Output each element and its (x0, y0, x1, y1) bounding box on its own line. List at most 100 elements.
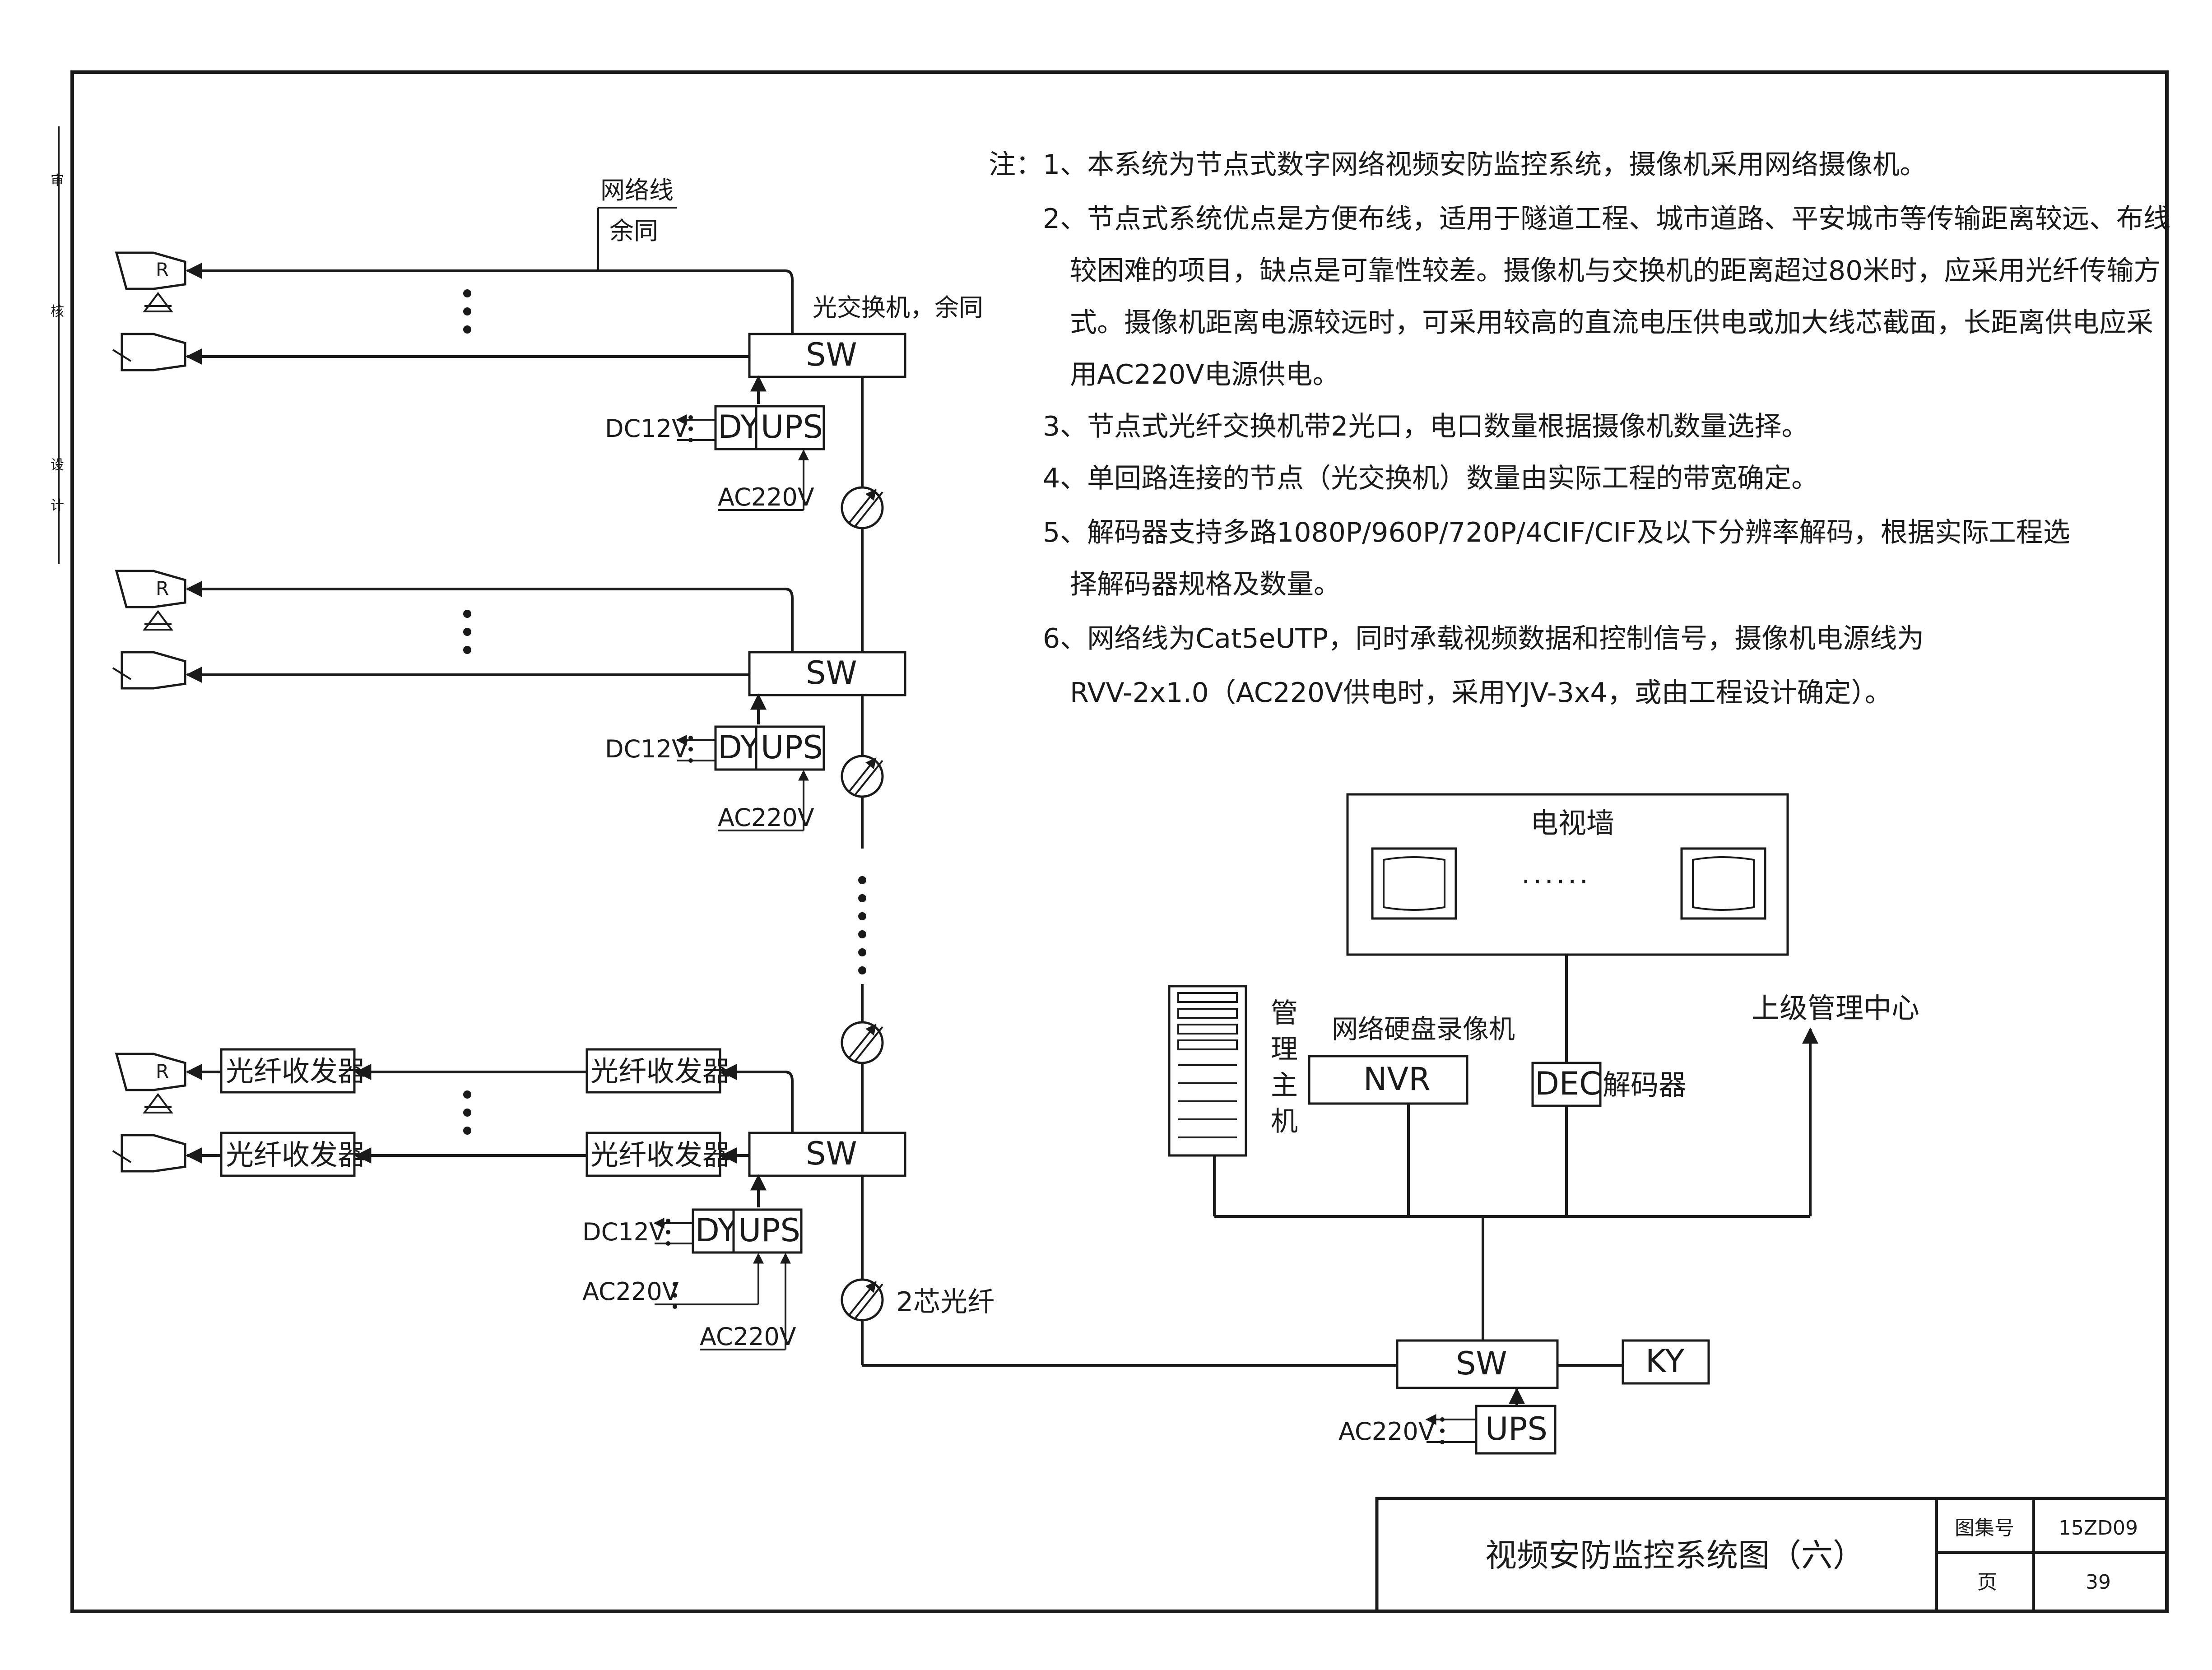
dc12v-label: DC12V (605, 414, 688, 443)
sw-box (748, 1132, 906, 1177)
nvr-label: NVR (1363, 1061, 1431, 1098)
fixed-camera-icon (112, 651, 186, 690)
camera-label: R (156, 1060, 169, 1082)
dy-label: DY (695, 1212, 737, 1249)
drawing-title: 视频安防监控系统图（六） (1485, 1537, 1864, 1574)
fiber-transceiver-box (220, 1048, 356, 1094)
dec-label: DEC (1535, 1065, 1601, 1102)
fiber-transceiver-box (586, 1048, 721, 1094)
sw-box (748, 651, 906, 696)
ups-box (1475, 1405, 1557, 1455)
upper-center-label: 上级管理中心 (1752, 992, 1919, 1025)
ups-box (755, 405, 825, 450)
fixed-camera-icon (112, 333, 186, 371)
drawing-frame (70, 70, 2169, 1613)
ups-box (755, 725, 825, 771)
note-line: 6、网络线为Cat5eUTP，同时承载视频数据和控制信号，摄像机电源线为 (1043, 623, 1924, 654)
optical-switch-label: 光交换机，余同 (813, 293, 983, 322)
dc12v-label: DC12V (582, 1218, 666, 1246)
note-line: RVV-2x1.0（AC220V供电时，采用YJV-3x4，或由工程设计确定）。 (1070, 677, 1892, 709)
ups-label: UPS (738, 1212, 800, 1249)
ac220v-label: AC220V (582, 1277, 679, 1306)
sw-box (748, 333, 906, 378)
decoder-label: 解码器 (1603, 1068, 1687, 1101)
note-line: 择解码器规格及数量。 (1070, 569, 1341, 600)
ptz-camera-icon: R (115, 251, 186, 312)
fiber-icon (841, 1278, 884, 1322)
server-icon (1168, 985, 1247, 1157)
note-line: 3、节点式光纤交换机带2光口，电口数量根据摄像机数量选择。 (1043, 411, 1808, 442)
atlas-no-value: 15ZD09 (2059, 1517, 2138, 1540)
title-block: 视频安防监控系统图（六） 图集号 15ZD09 页 39 (1375, 1497, 2169, 1613)
fiber-icon (841, 755, 884, 798)
sw-label: SW (806, 336, 857, 373)
mgmt-host-label: 理 (1271, 1034, 1298, 1065)
fiber-transceiver-label: 光纤收发器 (226, 1055, 366, 1088)
tv-wall-ellipsis: ······ (1521, 865, 1591, 898)
note-line: 5、解码器支持多路1080P/960P/720P/4CIF/CIF及以下分辨率解… (1043, 517, 2070, 548)
page-no-value: 39 (2086, 1571, 2111, 1594)
ac220v-label: AC220V (718, 483, 814, 511)
ptz-camera-icon: R (115, 1053, 186, 1113)
dy-box (692, 1208, 735, 1254)
ac220v-label: AC220V (700, 1322, 796, 1351)
same-as-label: 余同 (609, 217, 658, 245)
mgmt-host-label: 机 (1271, 1106, 1298, 1137)
margin-char: 核 (51, 304, 64, 320)
fiber-icon (841, 486, 884, 529)
two-core-fiber-label: 2芯光纤 (896, 1286, 994, 1318)
ac220v-label: AC220V (718, 803, 814, 832)
ups-label: UPS (761, 729, 823, 766)
dec-box (1531, 1062, 1602, 1107)
mgmt-host-label: 主 (1271, 1070, 1298, 1101)
network-line-label: 网络线 (600, 176, 674, 204)
dy-label: DY (718, 729, 760, 766)
ups-box (732, 1208, 803, 1254)
monitor-icon (1371, 847, 1457, 920)
page-label: 页 (1977, 1571, 1997, 1594)
nvr-title-label: 网络硬盘录像机 (1332, 1014, 1515, 1044)
camera-label: R (156, 259, 169, 281)
fiber-trunk: 2芯光纤 (841, 377, 1397, 1367)
dy-label: DY (718, 408, 760, 445)
ups-label: UPS (761, 408, 823, 445)
note-line: 注：1、本系统为节点式数字网络视频安防监控系统，摄像机采用网络摄像机。 (989, 149, 1927, 181)
sw-label: SW (1456, 1345, 1507, 1382)
margin-char: 设 (51, 457, 64, 473)
note-line: 4、单回路连接的节点（光交换机）数量由实际工程的带宽确定。 (1043, 463, 1818, 494)
node-3: R 光纤收发器 光纤收发器 光纤收发器 光纤收发器 SW DY (112, 1048, 906, 1351)
margin-char: 审 (51, 173, 64, 189)
sw-label: SW (806, 1135, 857, 1172)
fiber-transceiver-box (220, 1132, 356, 1177)
dy-box (714, 725, 757, 771)
notes-block: 注：1、本系统为节点式数字网络视频安防监控系统，摄像机采用网络摄像机。 2、节点… (989, 149, 2170, 709)
note-line: 用AC220V电源供电。 (1070, 359, 1339, 390)
fixed-camera-icon (112, 1134, 186, 1173)
monitor-icon (1680, 847, 1766, 920)
fiber-transceiver-label: 光纤收发器 (590, 1138, 730, 1171)
note-line: 式。摄像机距离电源较远时，可采用较高的直流电压供电或加大线芯截面，长距离供电应采 (1070, 307, 2153, 339)
ky-label: KY (1645, 1343, 1684, 1380)
dc12v-label: DC12V (605, 735, 688, 763)
node-1: R 网络线 余同 SW 光交换机，余同 DY UPS (112, 176, 983, 511)
sw-label: SW (806, 654, 857, 691)
note-line: 较困难的项目，缺点是可靠性较差。摄像机与交换机的距离超过80米时，应采用光纤传输… (1070, 255, 2161, 287)
fiber-icon (841, 1021, 884, 1064)
node-2: R SW DY UPS DC12V AC220V (112, 570, 906, 832)
camera-label: R (156, 577, 169, 599)
fiber-transceiver-box (586, 1132, 721, 1177)
fiber-transceiver-label: 光纤收发器 (226, 1138, 366, 1171)
margin-char: 计 (51, 498, 64, 514)
ac220v-label: AC220V (1338, 1417, 1435, 1446)
fiber-transceiver-label: 光纤收发器 (590, 1055, 730, 1088)
ptz-camera-icon: R (115, 570, 186, 631)
left-margin: 审 核 设 计 (51, 126, 64, 564)
ups-label: UPS (1485, 1410, 1547, 1447)
atlas-no-label: 图集号 (1955, 1517, 2014, 1540)
control-center: 电视墙 ······ 管 理 主 机 网络硬盘录像机 (1168, 793, 1919, 1455)
mgmt-host-label: 管 (1271, 997, 1298, 1029)
nvr-box (1308, 1055, 1468, 1105)
note-line: 2、节点式系统优点是方便布线，适用于隧道工程、城市道路、平安城市等传输距离较远、… (1043, 203, 2170, 235)
tv-wall-label: 电视墙 (1530, 807, 1614, 840)
